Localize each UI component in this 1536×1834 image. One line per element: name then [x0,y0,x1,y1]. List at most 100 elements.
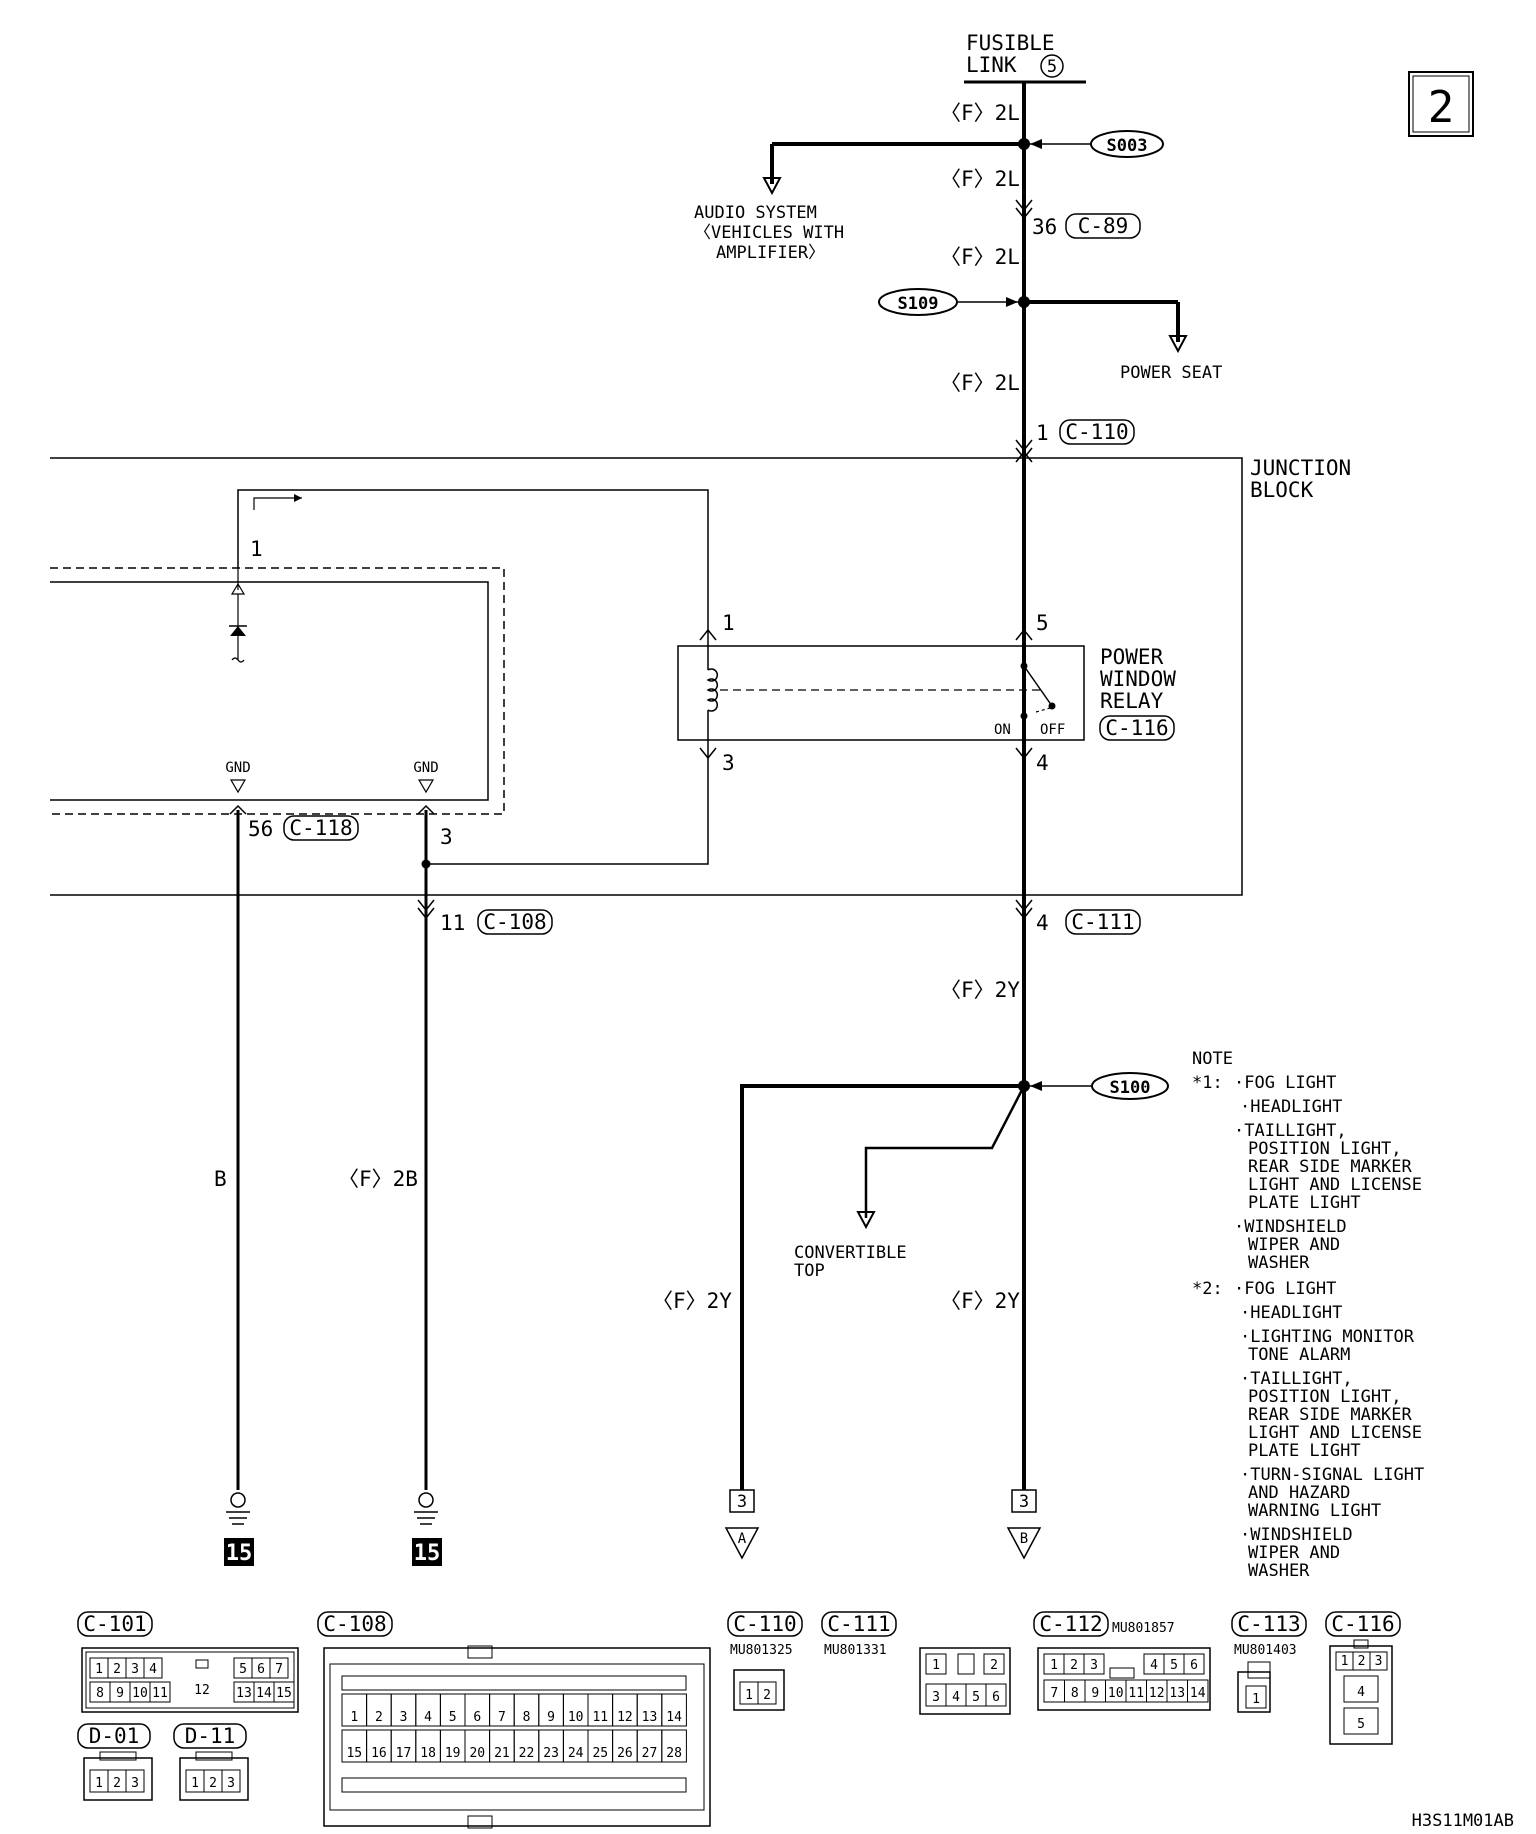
audio-system-label: AUDIO SYSTEM [694,203,817,223]
c112-housing [1037,1647,1211,1711]
relay-connector: C-116 [1105,716,1168,740]
connector-pin-cell [1183,1653,1205,1675]
c113-part-number: MU801403 [1234,1643,1297,1658]
connector-pin: 8 [96,1686,104,1701]
connector-pin: 2 [990,1658,998,1673]
connector-pin: 25 [592,1746,608,1761]
connector-pin: 6 [1190,1658,1198,1673]
connector-pin-cell [125,1769,145,1793]
connector-pin: 3 [1090,1658,1098,1673]
connector-pin: 12 [1149,1686,1165,1701]
connector-pin-cell [757,1681,777,1705]
jb-pin-1: 1 [250,537,263,561]
continuation-b-letter: B [1020,1531,1028,1547]
wire-label-b: B [214,1167,227,1191]
connector-tag [173,1723,247,1749]
wire-label-2l-4: 〈F〉2L [940,371,1020,395]
c111-pin: 4 [1036,911,1049,935]
connector-pin: 1 [191,1776,199,1791]
continuation-a-letter: A [738,1531,747,1547]
connector-pin: 11 [152,1686,168,1701]
connector-pin: 11 [592,1710,608,1725]
ground-symbol-1: 15 [224,1492,254,1566]
connector-pin: 24 [568,1746,584,1761]
d11-latch [195,1751,233,1761]
connector-pin: 2 [375,1710,383,1725]
connector-pin: 13 [236,1686,252,1701]
connector-pin: 3 [400,1710,408,1725]
connector-tag [77,1611,153,1637]
connector-pin-cell [273,1681,295,1703]
connector-pin: 2 [1070,1658,1078,1673]
c108-label: C-108 [483,910,546,934]
connector-pin-cell [1369,1651,1388,1671]
continuation-a: 3 A [724,1489,760,1560]
connector-pin: 7 [1050,1686,1058,1701]
note-2-item: ·TURN-SIGNAL LIGHT [1240,1465,1424,1485]
note-2-mark: *2: [1192,1279,1223,1299]
note-title: NOTE [1192,1049,1233,1069]
c118-pin: 56 [248,817,273,841]
connector-pin: 7 [498,1710,506,1725]
note-2-item: ·FOG LIGHT [1234,1279,1336,1299]
c118-label: C-118 [289,816,352,840]
jb-pin-3: 3 [440,825,453,849]
c110-pin: 1 [1036,421,1049,445]
c112-part-number: MU801857 [1112,1621,1175,1636]
connector-tag-label: C-108 [323,1612,386,1636]
c101-inner [85,1651,295,1709]
wire-label-2y-right: 〈F〉2Y [940,1289,1020,1313]
continuation-b: 3 B [1006,1489,1042,1560]
junction-block-outline [50,457,1243,896]
connector-pin: 15 [276,1686,292,1701]
relay-on-label: ON [994,722,1011,738]
connector-tag-label: C-116 [1331,1612,1394,1636]
ground-number-1: 15 [226,1541,253,1566]
wire-label-2l-1: 〈F〉2L [940,101,1020,125]
connector-tag [317,1611,393,1637]
c108-latch [467,1645,493,1659]
connector-tag [1231,1611,1307,1637]
connector-pin-cell [221,1769,241,1793]
c116-pin-5: 5 [1357,1717,1365,1732]
audio-system-label-2: 〈VEHICLES WITH [694,223,844,243]
relay-name: POWER [1100,645,1164,669]
note-1-item: WIPER AND [1248,1235,1340,1255]
relay-pin-1: 1 [722,611,735,635]
continuation-b-page: 3 [1019,1492,1029,1512]
c116-housing [1329,1645,1393,1745]
ground-symbol-2: 15 [412,1492,442,1566]
d11-housing [179,1757,249,1801]
connector-pin-cell [149,1681,171,1703]
connector-tag [1325,1611,1401,1637]
connector-tag [77,1723,151,1749]
connector-pin: 1 [95,1776,103,1791]
c116-pin-cell [1343,1707,1379,1735]
connector-tag [727,1611,803,1637]
c89-pin: 36 [1032,215,1057,239]
note-2-item: ·LIGHTING MONITOR [1240,1327,1415,1347]
c111-key [957,1653,975,1675]
connector-pin: 18 [420,1746,436,1761]
relay-name-3: RELAY [1100,689,1164,713]
connector-tag-label: C-113 [1237,1612,1300,1636]
relay-off-label: OFF [1040,722,1065,738]
convertible-top-label: CONVERTIBLE [794,1243,907,1263]
fusible-link-label: FUSIBLE [966,31,1055,55]
note-2-item: ·TAILLIGHT, [1240,1369,1353,1389]
note-1-item: POSITION LIGHT, [1248,1139,1402,1159]
connector-pin: 11 [1128,1686,1144,1701]
c110-housing [733,1669,785,1711]
c116-latch [1353,1639,1369,1649]
connector-tag-label: D-11 [185,1724,236,1748]
connector-pin: 1 [1252,1692,1260,1707]
connector-pin: 1 [932,1658,940,1673]
connector-pin: 15 [346,1746,362,1761]
connector-pin: 4 [1150,1658,1158,1673]
splice-s100: S100 [1110,1078,1151,1098]
connector-pin-cell [143,1657,163,1679]
note-2-item: ·WINDSHIELD [1240,1525,1353,1545]
connector-pin: 22 [519,1746,535,1761]
c101-pin-12: 12 [194,1683,210,1698]
wire-label-2y-left: 〈F〉2Y [652,1289,732,1313]
